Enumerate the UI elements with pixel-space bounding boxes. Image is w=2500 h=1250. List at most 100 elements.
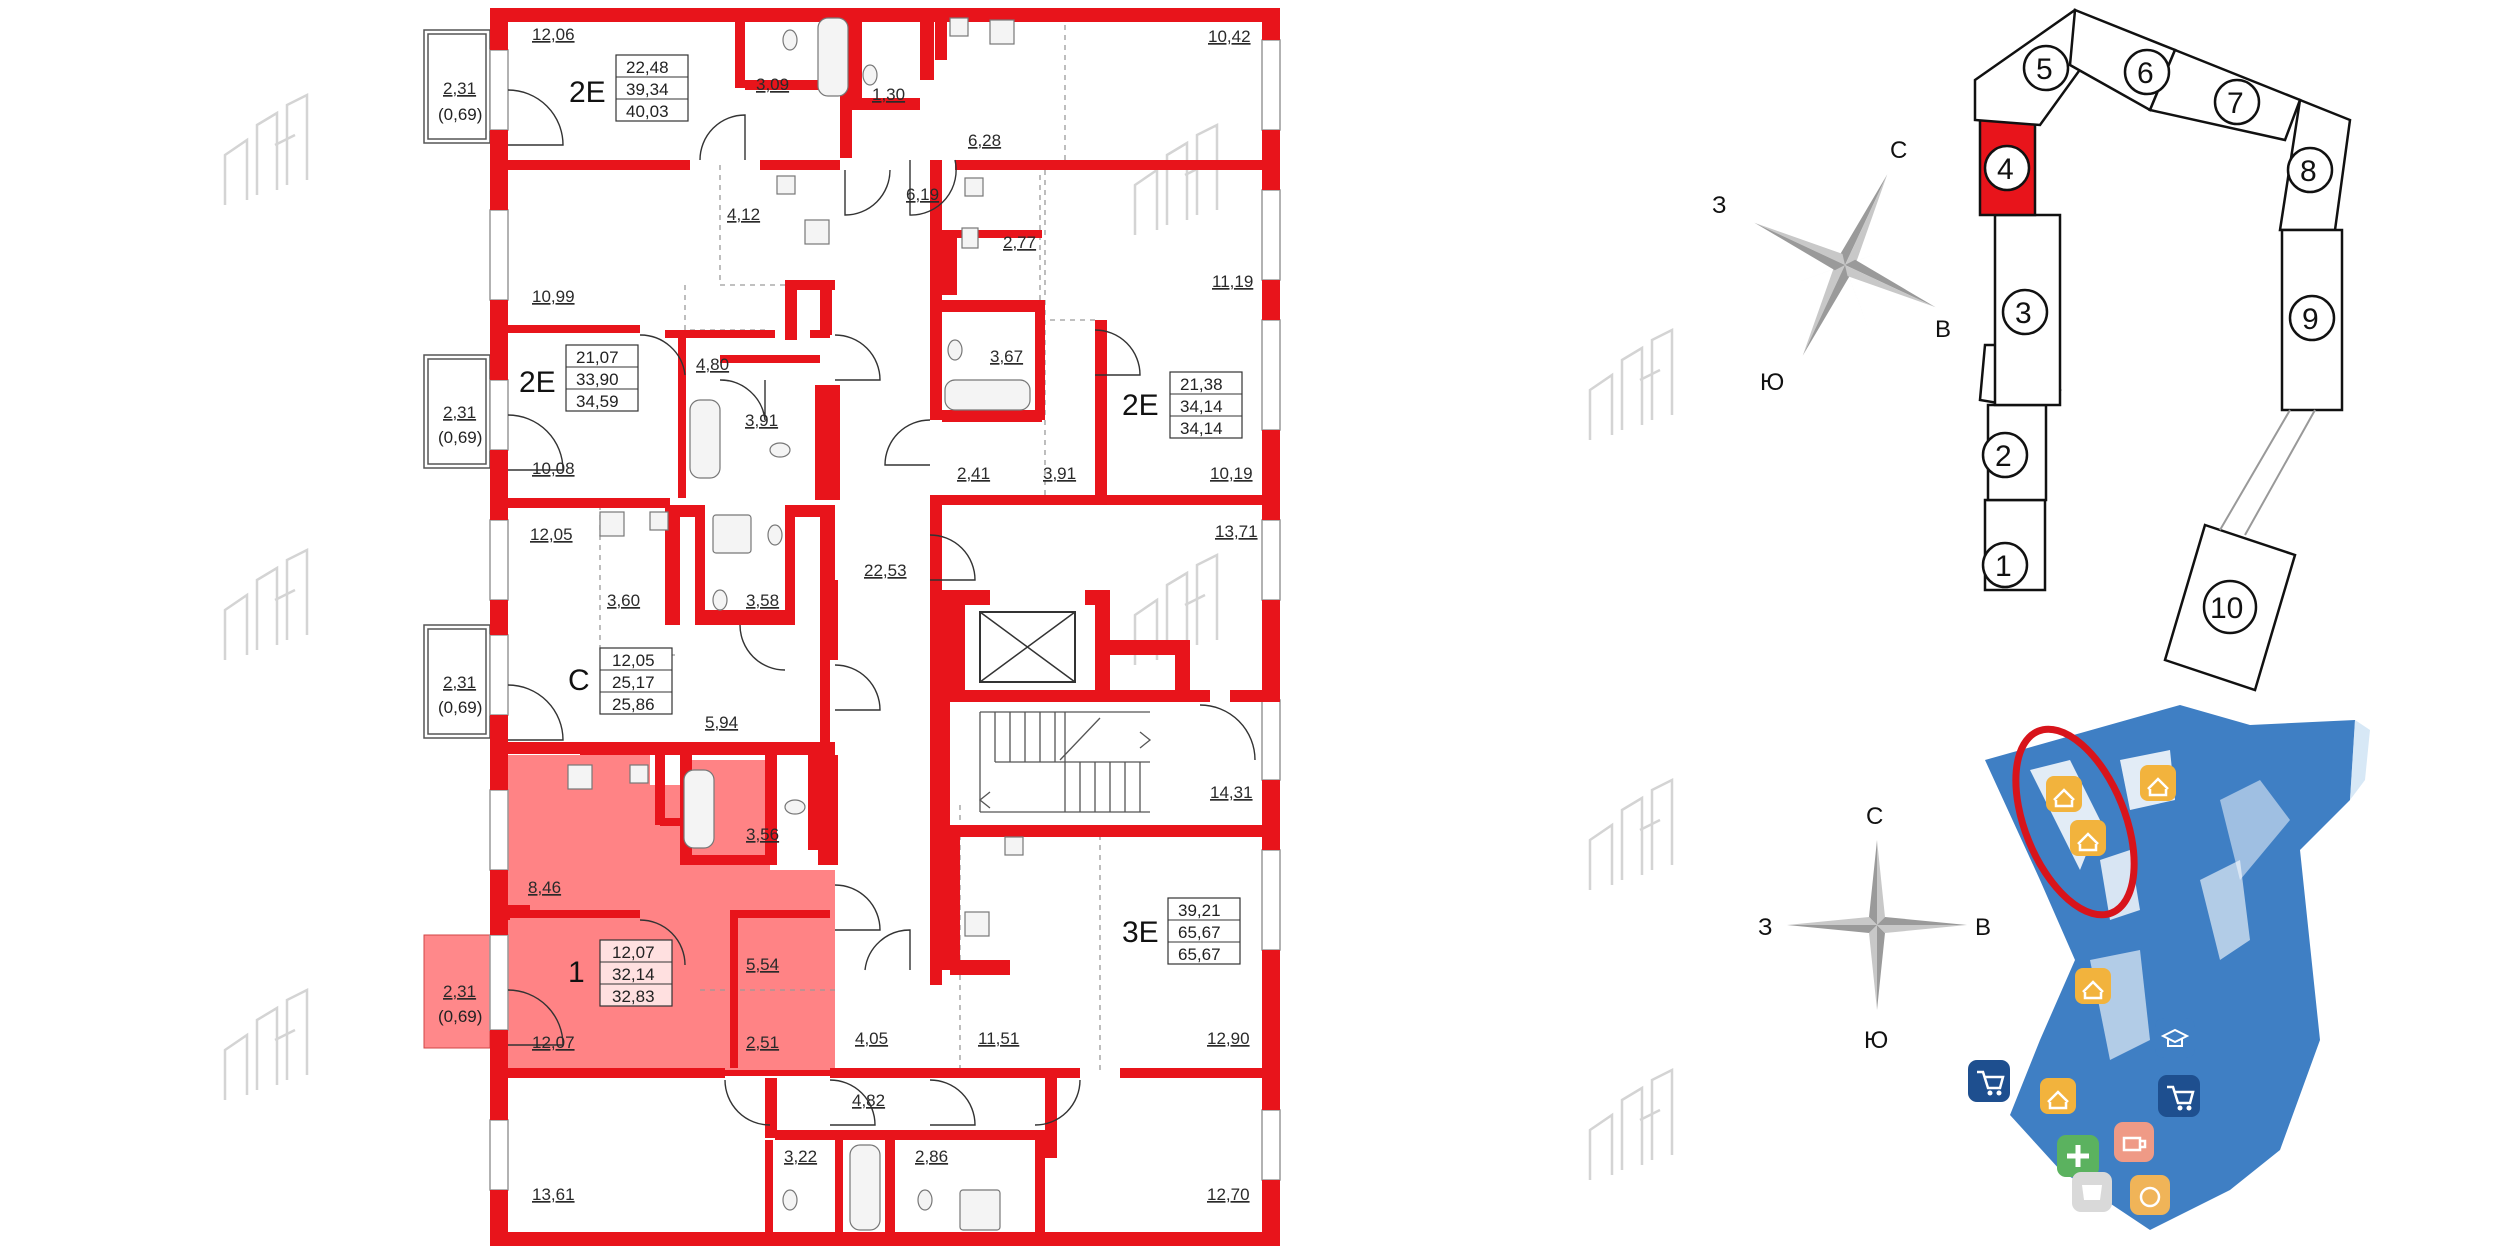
balcony-area-reduced: (0,69)	[438, 105, 482, 124]
apartment-type: 2E	[1122, 389, 1159, 422]
compass-rose-top	[1754, 174, 1936, 356]
room-area: 10,99	[532, 287, 575, 306]
room-area: 4,80	[696, 355, 729, 374]
room-area: 3,60	[607, 591, 640, 610]
room-area: 3,56	[746, 825, 779, 844]
stove-icon	[599, 511, 625, 537]
kindergarten-icon	[2072, 1172, 2112, 1212]
apartment-total-with-balcony: 65,67	[1178, 945, 1221, 964]
balcony-area: 2,31	[443, 673, 476, 692]
stove-icon	[964, 911, 990, 937]
section-number: 9	[2302, 303, 2319, 336]
balcony-labels: 2,31 (0,69) 2,31 (0,69) 2,31 (0,69) 2,31…	[438, 79, 482, 1026]
apartment-info-2e-top[interactable]: 2E 22,48 39,34 40,03	[569, 54, 689, 122]
apartment-total-with-balcony: 32,83	[612, 987, 655, 1006]
selected-balcony-highlight[interactable]	[423, 934, 491, 1049]
apartment-living-area: 22,48	[626, 58, 669, 77]
apartment-living-area: 12,05	[612, 651, 655, 670]
washer-icon	[961, 227, 979, 249]
compass-east-label: В	[1975, 914, 1991, 941]
apartment-info-2e-right[interactable]: 2E 21,38 34,14 34,14	[1122, 371, 1243, 439]
room-area: 1,30	[872, 85, 905, 104]
room-area: 5,54	[746, 955, 779, 974]
room-area: 2,41	[957, 464, 990, 483]
room-area: 12,05	[530, 525, 573, 544]
house-icon	[2070, 820, 2106, 856]
apartment-total-area: 39,34	[626, 80, 669, 99]
apartment-living-area: 21,07	[576, 348, 619, 367]
apartment-info-1-selected[interactable]: 1 12,07 32,14 32,83	[568, 939, 673, 1007]
apartment-type: C	[568, 664, 590, 697]
house-icon	[2140, 765, 2176, 801]
compass-north-label: С	[1890, 137, 1907, 164]
watermark-logos	[223, 92, 1674, 1180]
sink-icon	[776, 175, 796, 195]
apartment-living-area: 12,07	[612, 943, 655, 962]
toilet-icon	[947, 339, 963, 361]
walls	[490, 8, 1280, 1246]
apartment-info-c[interactable]: C 12,05 25,17 25,86	[568, 647, 673, 715]
bathtub-icon	[683, 769, 715, 849]
sink-icon	[964, 177, 984, 197]
sink-icon	[629, 764, 649, 784]
room-area: 11,51	[978, 1029, 1019, 1048]
room-area: 2,86	[915, 1147, 948, 1166]
room-area: 10,19	[1210, 464, 1253, 483]
room-area: 12,07	[532, 1033, 575, 1052]
apartment-total-with-balcony: 34,14	[1180, 419, 1223, 438]
section-number: 6	[2137, 57, 2154, 90]
apartment-type: 3E	[1122, 916, 1159, 949]
apartment-total-with-balcony: 34,59	[576, 392, 619, 411]
toilet-icon	[769, 442, 791, 458]
shower-icon	[959, 1189, 1001, 1231]
section-number: 1	[1995, 550, 2012, 583]
sport-icon	[2130, 1175, 2170, 1215]
room-area: 3,91	[1043, 464, 1076, 483]
floor-plan: 12,06 3,09 1,30 10,42 6,28 6,19 4,12 2,7…	[423, 8, 1281, 1246]
toilet-icon	[782, 29, 798, 51]
room-area: 11,19	[1212, 272, 1253, 291]
compass-south-label: Ю	[1864, 1027, 1888, 1054]
apartment-info-2e-left[interactable]: 2E 21,07 33,90 34,59	[519, 344, 639, 412]
room-area: 12,90	[1207, 1029, 1250, 1048]
apartment-info-3e[interactable]: 3E 39,21 65,67 65,67	[1122, 897, 1241, 965]
medical-icon	[2057, 1135, 2099, 1177]
sink-icon	[949, 17, 969, 37]
room-area: 22,53	[864, 561, 907, 580]
sink-icon	[1004, 836, 1024, 856]
apartment-total-area: 33,90	[576, 370, 619, 389]
section-number: 8	[2300, 155, 2317, 188]
apartment-total-area: 32,14	[612, 965, 655, 984]
apartment-living-area: 21,38	[1180, 375, 1223, 394]
room-area: 12,70	[1207, 1185, 1250, 1204]
room-area: 3,09	[756, 75, 789, 94]
toilet-icon	[784, 799, 806, 815]
apartment-type: 2E	[519, 366, 556, 399]
shower-icon	[712, 514, 752, 554]
site-map	[1968, 705, 2370, 1230]
doors	[507, 89, 1256, 1126]
room-area: 10,08	[532, 459, 575, 478]
room-area: 3,58	[746, 591, 779, 610]
apartment-type: 1	[568, 956, 585, 989]
house-icon	[2040, 1078, 2076, 1114]
room-area: 6,19	[906, 185, 939, 204]
toilet-icon	[712, 589, 728, 611]
balcony-area-reduced: (0,69)	[438, 1007, 482, 1026]
compass-west-label: З	[1712, 192, 1727, 219]
room-area: 10,42	[1208, 27, 1251, 46]
selected-building-marker	[2012, 725, 2138, 919]
apartment-total-area: 34,14	[1180, 397, 1223, 416]
room-area: 12,06	[532, 25, 575, 44]
room-area: 13,61	[532, 1185, 575, 1204]
apartment-living-area: 39,21	[1178, 901, 1221, 920]
room-area: 13,71	[1215, 522, 1258, 541]
bathroom-fixtures	[567, 17, 1031, 1231]
room-area: 3,67	[990, 347, 1023, 366]
toilet-icon	[767, 524, 783, 546]
section-number: 2	[1995, 440, 2012, 473]
selected-apartment-highlight[interactable]	[490, 755, 835, 1070]
bathtub-icon	[817, 17, 849, 97]
section-number: 10	[2210, 592, 2243, 625]
